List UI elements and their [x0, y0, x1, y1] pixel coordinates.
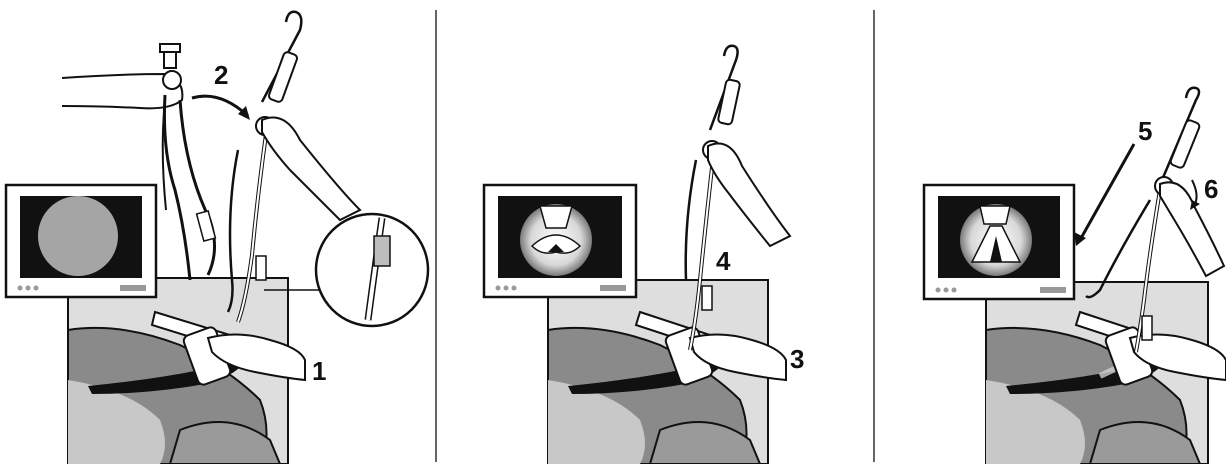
step-label-3: 3 [790, 346, 804, 372]
step-label-2: 2 [214, 62, 228, 88]
panel-3 [924, 88, 1226, 464]
step-label-4: 4 [716, 248, 730, 274]
step-label-1: 1 [312, 358, 326, 384]
step-label-5: 5 [1138, 118, 1152, 144]
hand-icon [708, 144, 790, 247]
step-label-6: 6 [1204, 176, 1218, 202]
arrow-icon [1080, 144, 1134, 240]
panel-2 [484, 46, 790, 464]
monitor-view-blank [38, 196, 118, 276]
hand-icon [262, 118, 360, 221]
